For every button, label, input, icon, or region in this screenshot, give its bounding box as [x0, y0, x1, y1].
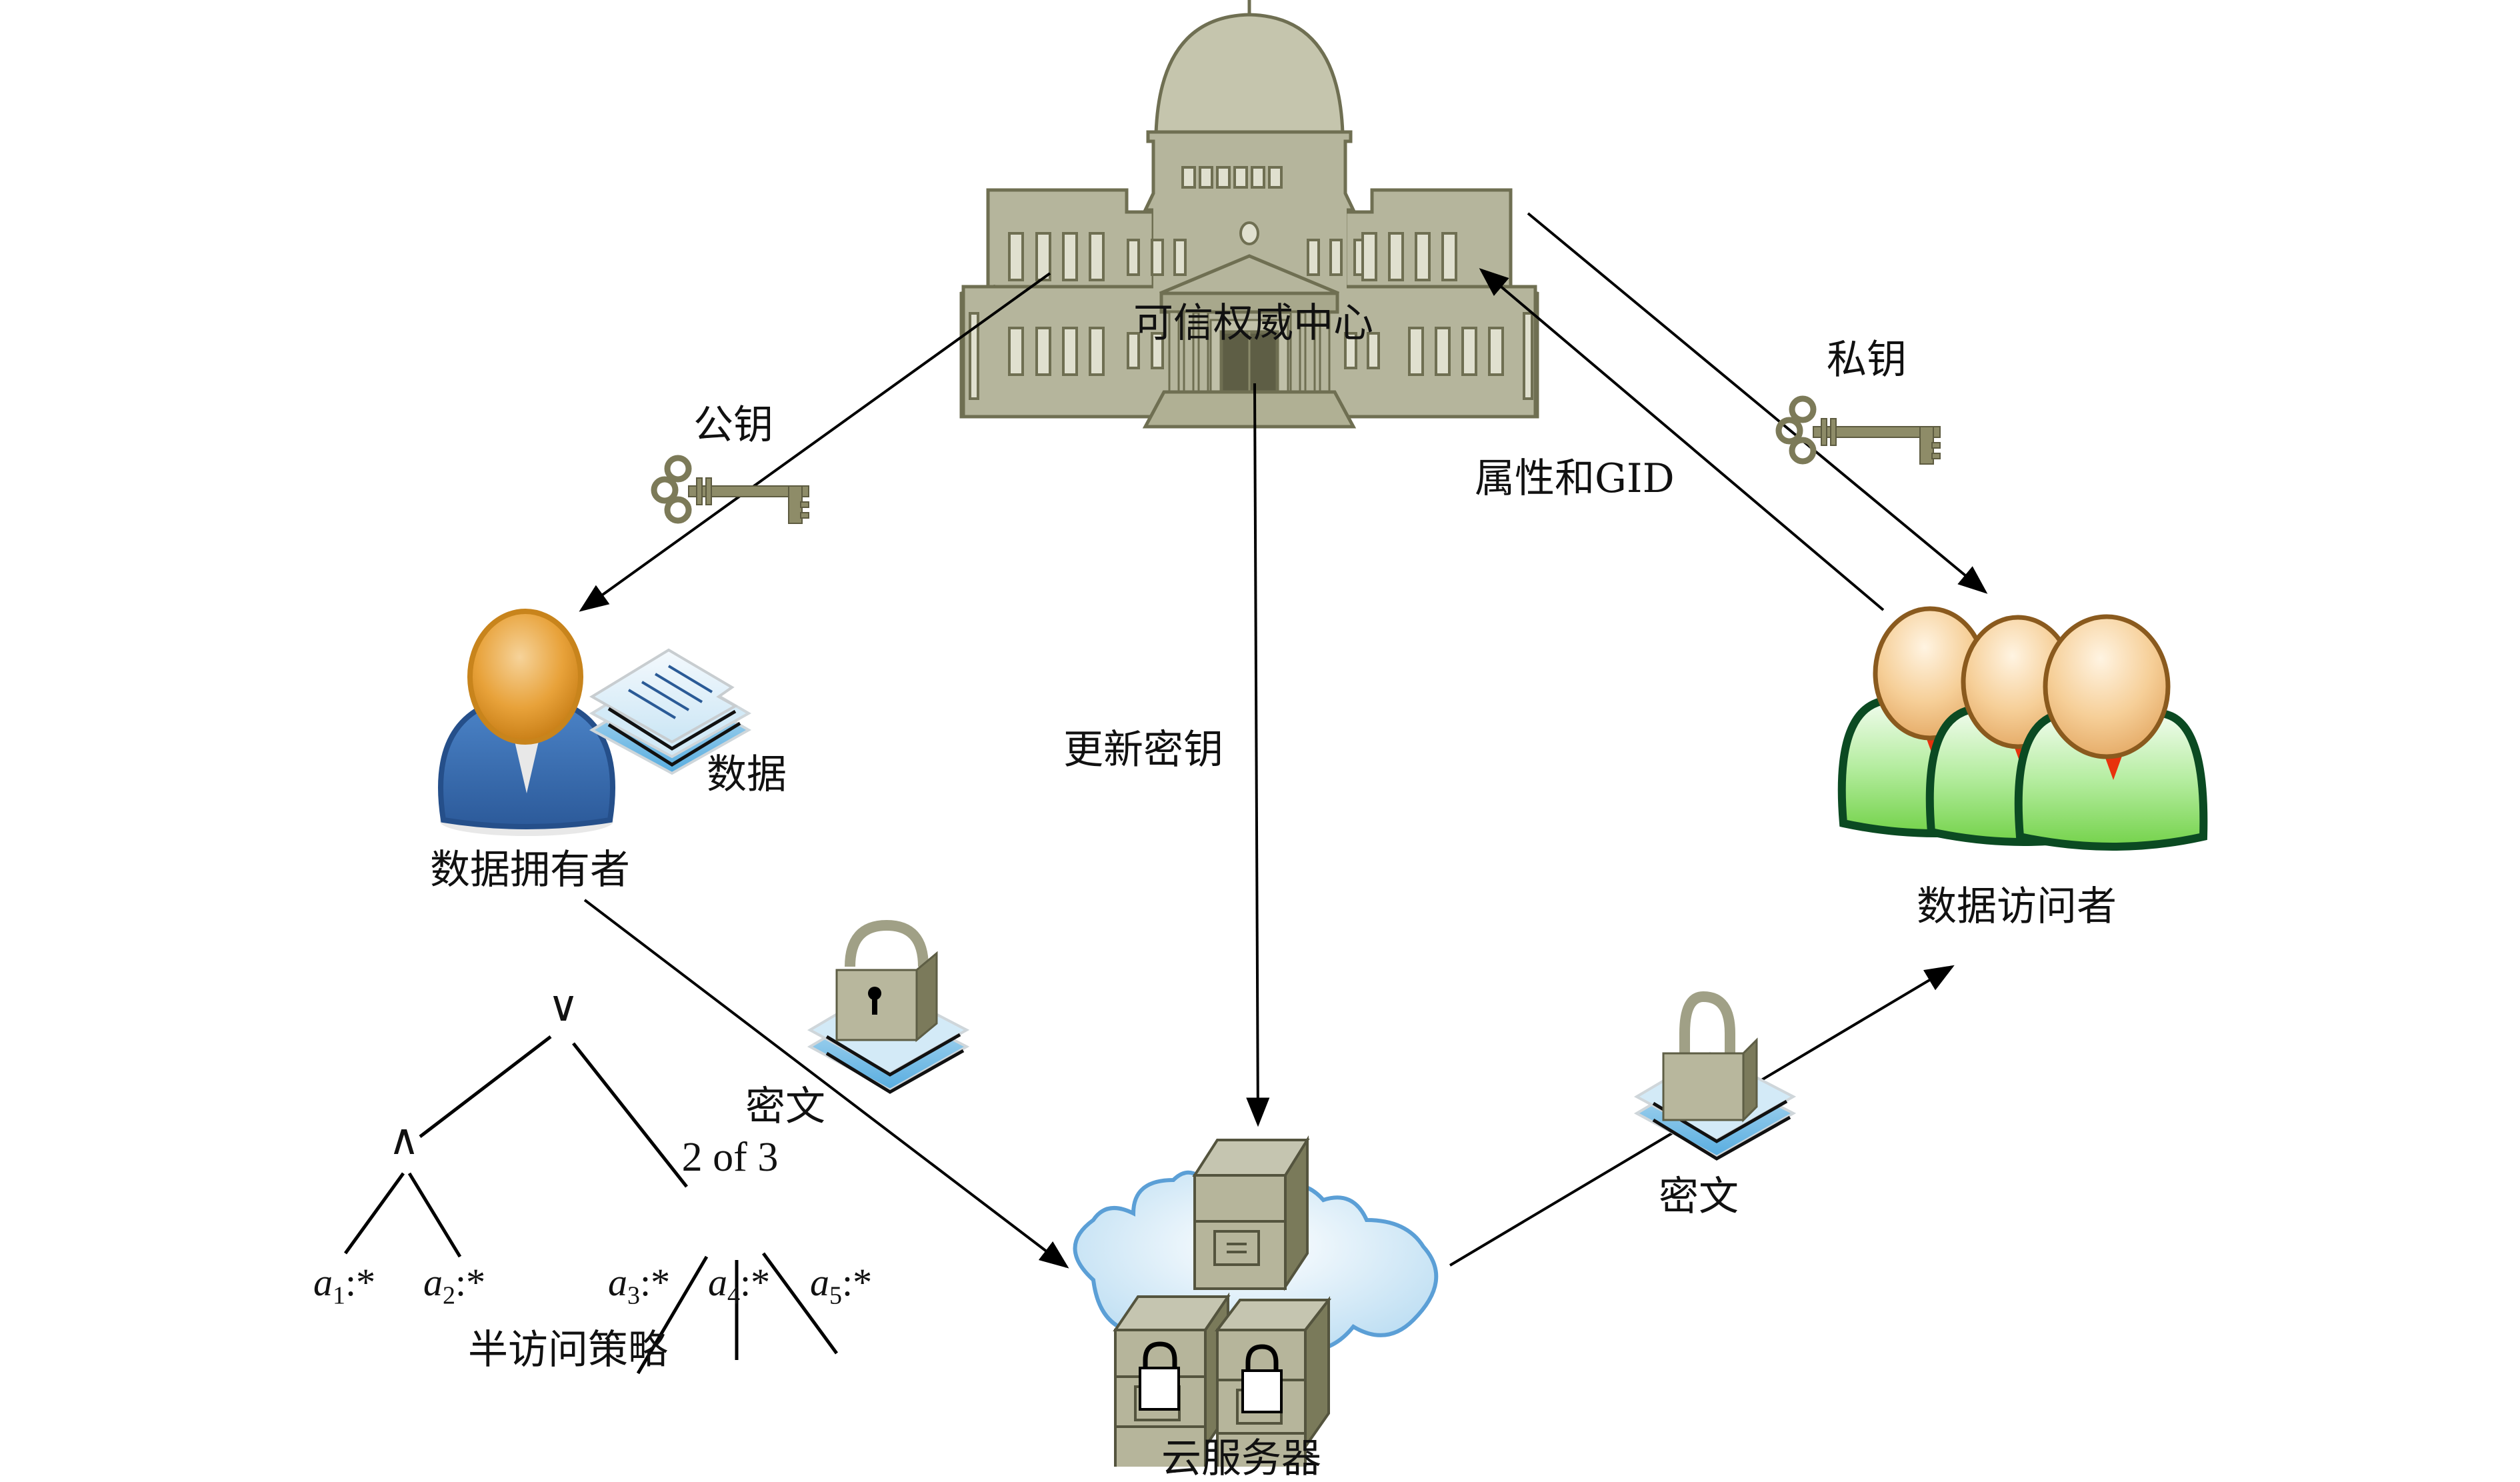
leaf-sub: 3 [627, 1281, 640, 1310]
leaf-value: :* [740, 1261, 771, 1304]
ciphertext-label-cloud: 密文 [1659, 1173, 1739, 1220]
leaf-value: :* [455, 1261, 486, 1304]
owner-label: 数据拥有者 [430, 847, 630, 893]
policy-leaf: a2:* [423, 1263, 485, 1309]
policy-leaf: a3:* [608, 1263, 670, 1309]
leaf-var: a [708, 1261, 727, 1304]
government-building-icon [959, 0, 1539, 429]
leaf-value: :* [640, 1261, 671, 1304]
accessors-label: 数据访问者 [1917, 883, 2117, 930]
public-key-label: 公钥 [693, 402, 773, 449]
authority-label: 可信权威中心 [1133, 300, 1373, 347]
leaf-value: :* [842, 1261, 873, 1304]
locked-document-icon [1633, 991, 1797, 1161]
leaf-sub: 2 [443, 1281, 455, 1310]
cloud-server-icon [1073, 1135, 1439, 1467]
data-label: 数据 [707, 751, 787, 798]
policy-and-node: ∧ [388, 1115, 420, 1165]
arrow-owner-to-cloud [583, 899, 1069, 1269]
leaf-var: a [313, 1261, 333, 1304]
user-group-icon [1837, 606, 2208, 851]
policy-tree-edges [343, 1035, 839, 1375]
arrow-authority-to-owner [579, 272, 1051, 612]
padlock-icon [1139, 1341, 1283, 1413]
policy-leaf: a5:* [810, 1263, 872, 1309]
policy-or-node: ∨ [547, 982, 579, 1031]
user-icon [438, 609, 615, 836]
arrow-authority-to-cloud [1246, 383, 1270, 1127]
ciphertext-label-owner: 密文 [745, 1083, 825, 1130]
key-icon [1775, 395, 1941, 465]
private-key-label: 私钥 [1827, 337, 1907, 383]
document-stack-icon [589, 648, 752, 775]
key-icon [651, 455, 809, 524]
leaf-value: :* [345, 1261, 376, 1304]
leaf-sub: 4 [727, 1281, 740, 1310]
policy-threshold-node: 2 of 3 [681, 1135, 779, 1180]
arrow-authority-to-accessors [1527, 212, 1988, 594]
policy-leaf: a4:* [708, 1263, 770, 1309]
leaf-sub: 5 [829, 1281, 842, 1310]
leaf-var: a [423, 1261, 443, 1304]
locked-document-icon [807, 919, 970, 1094]
arrow-accessors-to-authority [1479, 268, 1885, 611]
attributes-gid-label: 属性和GID [1475, 455, 1675, 502]
policy-title: 半访问策略 [468, 1327, 668, 1373]
leaf-var: a [608, 1261, 627, 1304]
update-key-label: 更新密钥 [1063, 727, 1223, 773]
cloud-label: 云服务器 [1161, 1435, 1321, 1482]
policy-leaf: a1:* [313, 1263, 375, 1309]
leaf-var: a [810, 1261, 829, 1304]
leaf-sub: 1 [333, 1281, 345, 1310]
